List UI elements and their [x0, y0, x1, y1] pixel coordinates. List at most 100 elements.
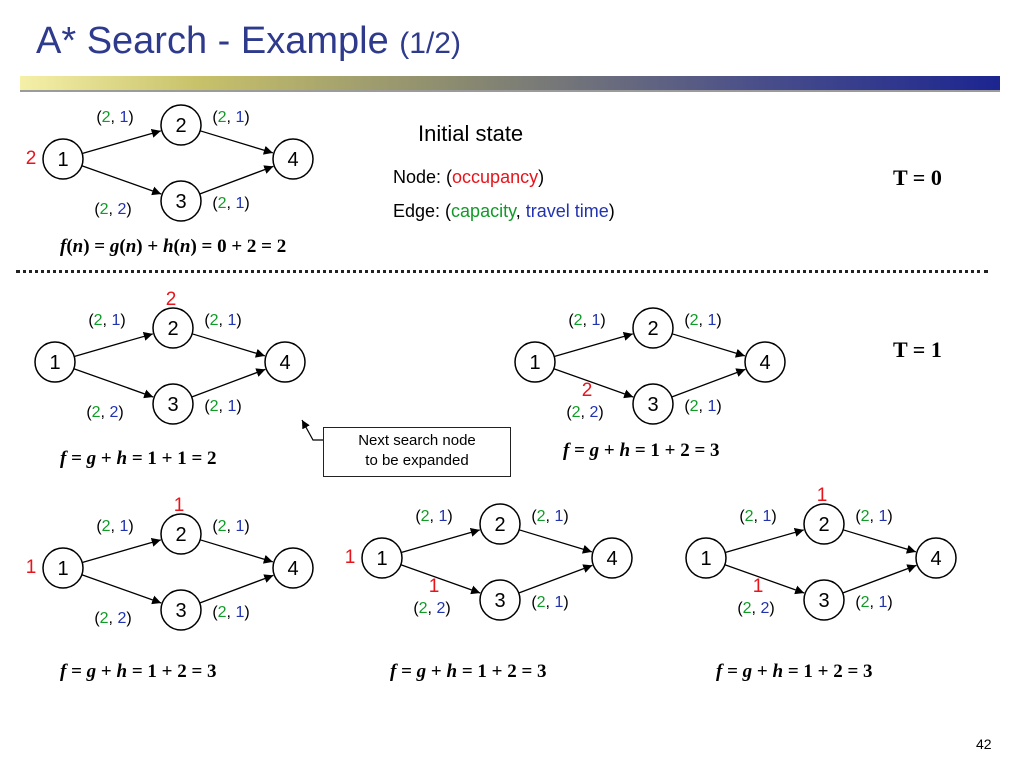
node-label-1: 1: [376, 548, 387, 570]
node-label-4: 4: [606, 548, 617, 570]
edge-label-2-4: (2, 1): [212, 109, 249, 126]
edge-label-3-4: (2, 1): [531, 594, 568, 611]
edge-label-1-3: (2, 2): [566, 404, 603, 421]
edge-1-3: [81, 165, 162, 196]
node-3: [632, 383, 674, 425]
edge-label-1-3: (2, 2): [86, 404, 123, 421]
edge-label-3-4: (2, 1): [855, 594, 892, 611]
edge-2-4: [842, 529, 917, 554]
occupancy-node-2: 1: [817, 485, 828, 506]
node-label-2: 2: [494, 514, 505, 536]
node-label-4: 4: [279, 352, 290, 374]
node-label-2: 2: [818, 514, 829, 536]
legend-node: Node: (occupancy): [393, 167, 544, 188]
node-2: [160, 104, 202, 146]
node-label-3: 3: [494, 590, 505, 612]
callout-box: Next search node to be expanded: [323, 427, 511, 477]
edge-1-3: [400, 564, 481, 595]
node-4: [744, 341, 786, 383]
node-4: [272, 138, 314, 180]
callout-line-1: Next search node: [358, 432, 476, 449]
node-label-4: 4: [287, 149, 298, 171]
node-label-1: 1: [57, 558, 68, 580]
edge-label-2-4: (2, 1): [684, 312, 721, 329]
formula-d1: f = g + h = 1 + 1 = 2: [60, 448, 217, 469]
edge-3-4: [199, 574, 274, 604]
occupancy-node-2: 2: [166, 289, 177, 310]
edge-label-1-3: (2, 2): [94, 201, 131, 218]
node-2: [479, 503, 521, 545]
node-3: [152, 383, 194, 425]
title-main: A* Search - Example: [36, 20, 389, 62]
edge-2-4: [199, 539, 274, 564]
node-4: [272, 547, 314, 589]
formula-d3: f = g + h = 1 + 2 = 3: [60, 661, 217, 682]
edge-label-2-4: (2, 1): [212, 518, 249, 535]
node-2: [803, 503, 845, 545]
node-4: [264, 341, 306, 383]
occupancy-node-2: 1: [174, 495, 185, 516]
edge-2-4: [671, 333, 746, 358]
edge-3-4: [671, 368, 746, 398]
edge-3-4: [199, 165, 274, 195]
legend-edge-time: travel time: [525, 201, 609, 221]
node-3: [160, 180, 202, 222]
edge-3-4: [191, 368, 266, 398]
legend-node-prefix: Node: (: [393, 167, 453, 187]
title-suffix: (1/2): [399, 27, 461, 60]
node-4: [591, 537, 633, 579]
time-label-t1: T = 1: [893, 337, 942, 362]
page-number: 42: [976, 736, 992, 752]
edge-label-3-4: (2, 1): [204, 398, 241, 415]
formula-d0: f(n) = g(n) + h(n) = 0 + 2 = 2: [60, 236, 286, 257]
edge-label-1-3: (2, 2): [94, 610, 131, 627]
occupancy-edge-1-3: 1: [753, 576, 764, 597]
edge-label-1-2: (2, 1): [739, 508, 776, 525]
legend-edge-prefix: Edge: (: [393, 201, 452, 221]
node-label-1: 1: [529, 352, 540, 374]
edge-label-1-2: (2, 1): [415, 508, 452, 525]
node-1: [42, 138, 84, 180]
edge-1-3: [73, 368, 154, 399]
legend-node-suffix: ): [538, 167, 545, 187]
formula-d5: f = g + h = 1 + 2 = 3: [716, 661, 873, 682]
edge-label-2-4: (2, 1): [855, 508, 892, 525]
edge-label-2-4: (2, 1): [531, 508, 568, 525]
node-1: [361, 537, 403, 579]
node-label-4: 4: [930, 548, 941, 570]
occupancy-node-1: 1: [345, 547, 356, 568]
node-label-4: 4: [759, 352, 770, 374]
node-label-3: 3: [647, 394, 658, 416]
occupancy-node-1: 1: [26, 557, 37, 578]
edge-1-2: [725, 527, 805, 554]
node-3: [160, 589, 202, 631]
edge-label-1-3: (2, 2): [413, 600, 450, 617]
node-label-3: 3: [167, 394, 178, 416]
node-label-1: 1: [700, 548, 711, 570]
node-label-4: 4: [287, 558, 298, 580]
edge-1-3: [553, 368, 634, 399]
node-label-1: 1: [49, 352, 60, 374]
edge-1-3: [724, 564, 805, 595]
edge-2-4: [199, 130, 274, 155]
formula-d2: f = g + h = 1 + 2 = 3: [563, 440, 720, 461]
node-1: [34, 341, 76, 383]
legend-edge-sep: ,: [515, 201, 526, 221]
node-label-3: 3: [175, 600, 186, 622]
edge-label-1-2: (2, 1): [96, 109, 133, 126]
legend-edge-capacity: capacity: [451, 201, 516, 221]
initial-state-label: Initial state: [418, 121, 524, 146]
node-4: [915, 537, 957, 579]
edge-1-2: [74, 331, 154, 358]
legend-edge-suffix: ): [608, 201, 615, 221]
node-label-2: 2: [175, 115, 186, 137]
edge-3-4: [842, 564, 917, 594]
edge-label-3-4: (2, 1): [212, 604, 249, 621]
title-underline-rule: [20, 90, 1000, 92]
edge-label-1-2: (2, 1): [88, 312, 125, 329]
node-2: [160, 513, 202, 555]
title-underline-bar: [20, 76, 1000, 90]
